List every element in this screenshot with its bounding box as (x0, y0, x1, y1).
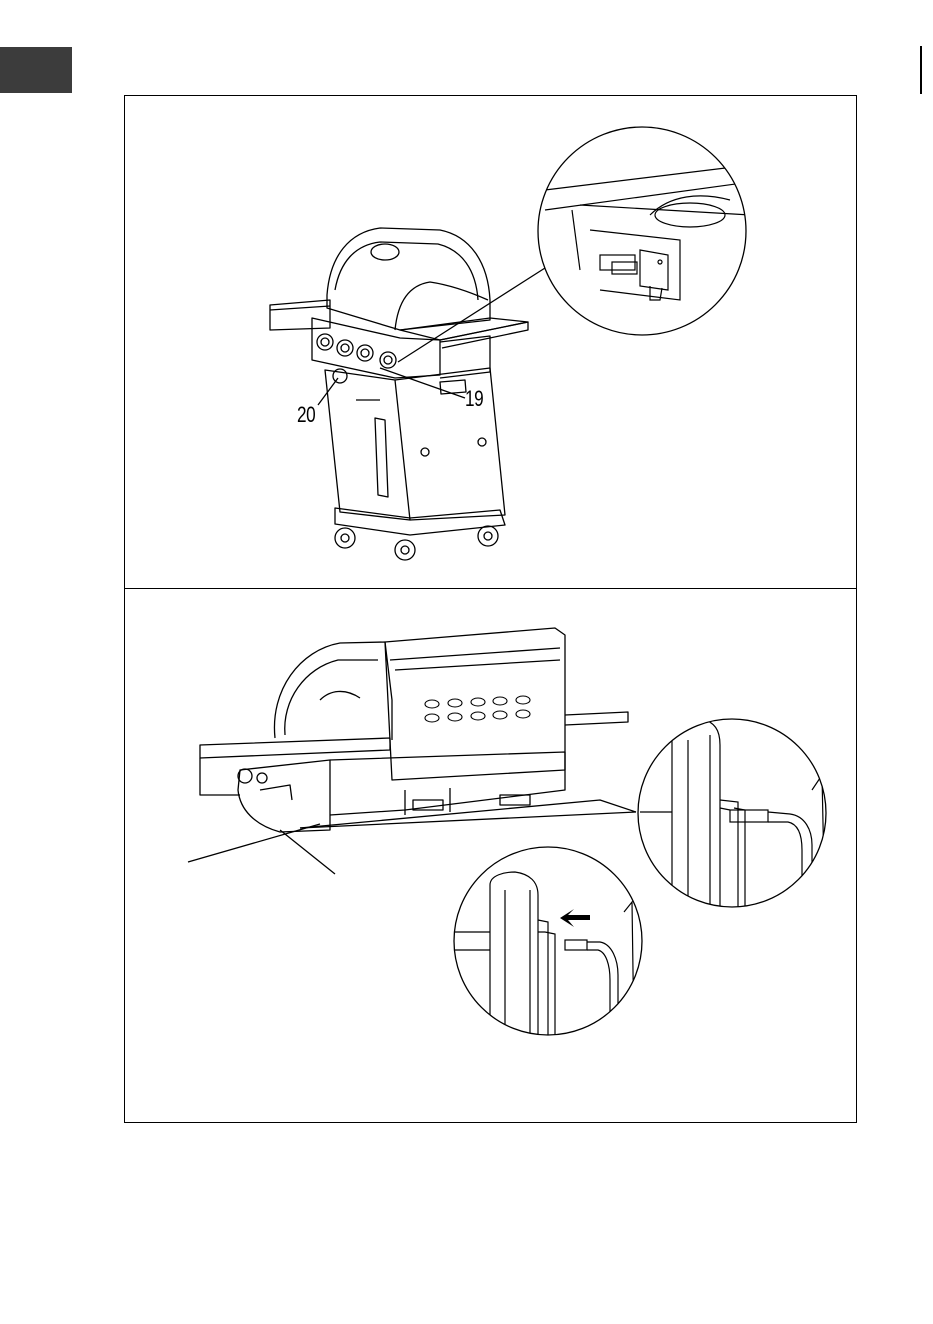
hose-connect-detail-circle (0, 0, 933, 1324)
